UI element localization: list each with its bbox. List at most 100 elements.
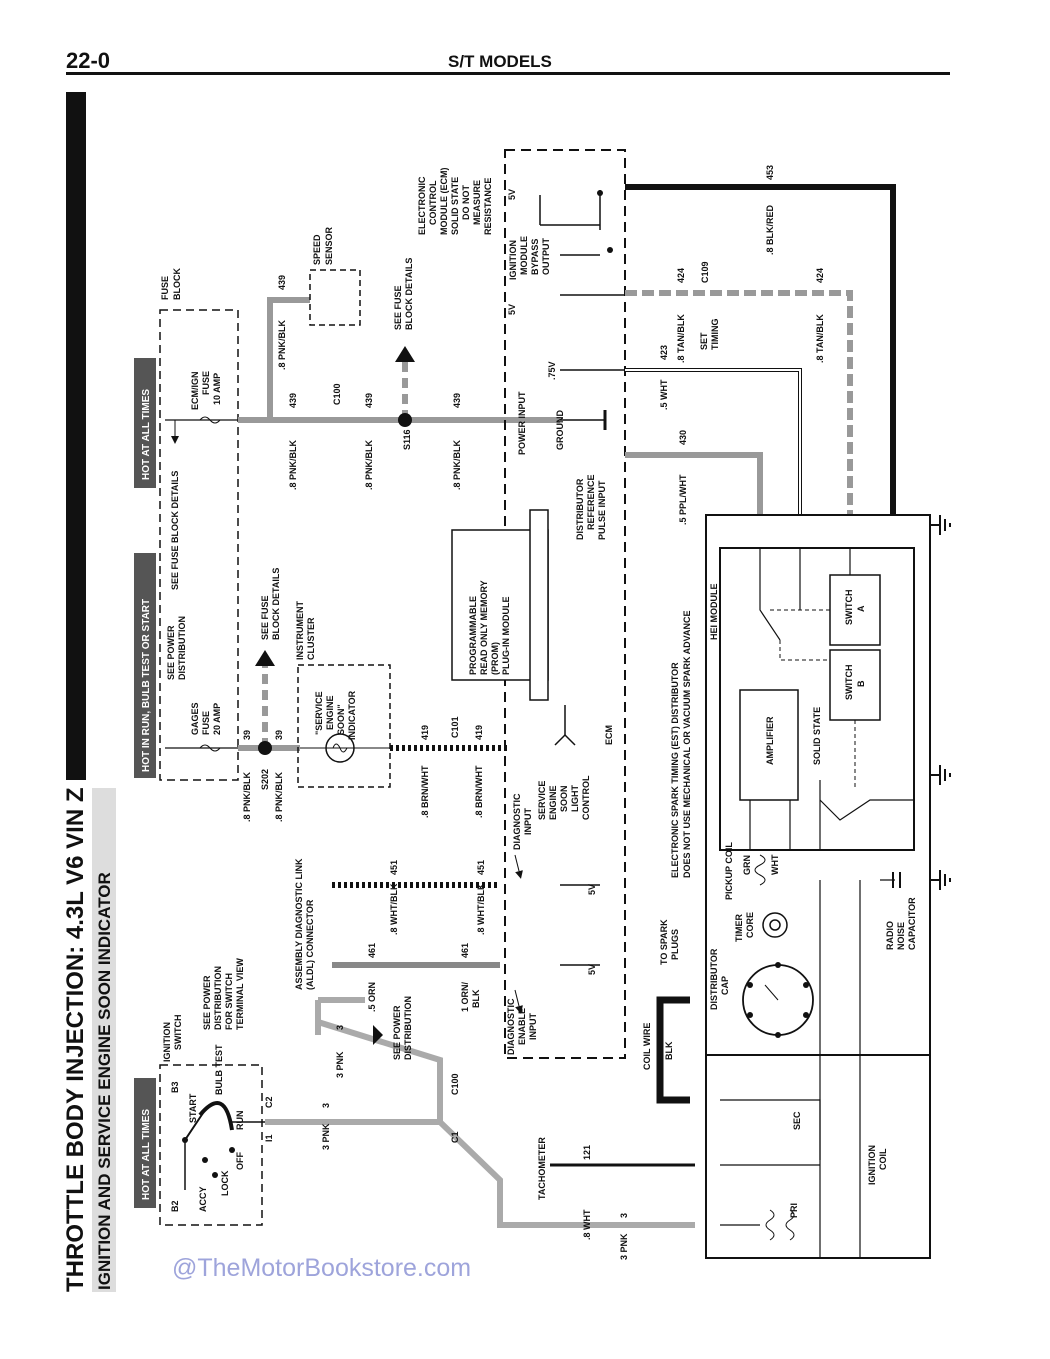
- speed-sensor: [309, 269, 361, 326]
- wl-8pnkblk-3: .8 PNK/BLK: [452, 439, 462, 490]
- ign-note-2: DISTRIBUTION: [213, 966, 223, 1030]
- ign-title-2: SWITCH: [173, 1015, 183, 1051]
- ecm-diag-2: INPUT: [523, 807, 533, 835]
- ecm-fuse-1: ECM/IGN: [190, 371, 200, 410]
- aldl-title-1: ASSEMBLY DIAGNOSTIC LINK: [294, 858, 304, 990]
- wl-419-2: 419: [474, 725, 484, 740]
- ecm-desc-7: RESISTANCE: [483, 178, 493, 235]
- wl-8whtblk-1: .8 WHT/BLK: [389, 883, 399, 935]
- ign-note-1: SEE POWER: [202, 975, 212, 1030]
- conn-c100-b: C100: [332, 383, 342, 405]
- coil-wire-label: COIL WIRE: [642, 1023, 652, 1070]
- svg-text:HOT AT ALL TIMES: HOT AT ALL TIMES: [141, 389, 152, 480]
- wl-8pnkblk-1: .8 PNK/BLK: [288, 439, 298, 490]
- wl-8pnkblk-6: .8 PNK/BLK: [274, 771, 284, 822]
- sec-label: SEC: [792, 1111, 802, 1130]
- wl-5orn: .5 ORN: [367, 982, 377, 1012]
- ecm-bypass-4: OUTPUT: [541, 238, 551, 276]
- ecm-ses-4: LIGHT: [570, 785, 580, 812]
- wl-blk: BLK: [664, 1041, 674, 1060]
- ecm-bypass-3: BYPASS: [530, 239, 540, 275]
- see-fuse-block-details: SEE FUSE BLOCK DETAILS: [170, 471, 180, 590]
- ecm-diagen-2: ENABLE: [517, 1008, 527, 1045]
- conn-c101: C101: [450, 716, 460, 738]
- wl-wht: WHT: [770, 854, 780, 875]
- conn-c100-a: C100: [450, 1073, 460, 1095]
- wl-8brnwht-1: .8 BRN/WHT: [420, 765, 430, 818]
- wl-451-1: 451: [389, 860, 399, 875]
- see-power-dist-fb-1: SEE POWER: [166, 625, 176, 680]
- ign-term-c2: C2: [264, 1096, 274, 1108]
- pickup-coil: PICKUP COIL: [724, 842, 734, 900]
- conn-c1-a: C1: [450, 1131, 460, 1143]
- svg-text:HOT AT ALL TIMES: HOT AT ALL TIMES: [141, 1109, 152, 1200]
- fuse-block: FUSE BLOCK GAGES FUSE 20 AMP SEE POWER D…: [159, 268, 239, 781]
- ign-term-i1: I1: [264, 1134, 274, 1142]
- wl-8brnwht-2: .8 BRN/WHT: [474, 765, 484, 818]
- wire-label-3pnk-b: 3 PNK: [335, 1051, 345, 1078]
- wl-423: 423: [659, 345, 669, 360]
- ic-ind-4: INDICATOR: [347, 690, 357, 740]
- wl-8tanblk-2: .8 TAN/BLK: [815, 314, 825, 363]
- amplifier: AMPLIFIER: [765, 716, 775, 765]
- ecm-desc-2: CONTROL: [428, 180, 438, 225]
- gages-fuse-3: 20 AMP: [212, 703, 222, 735]
- switch-b-2: B: [856, 680, 866, 687]
- conn-s202: S202: [260, 769, 270, 790]
- ground-symbols: [930, 515, 951, 890]
- dist-cap-2: CAP: [720, 976, 730, 995]
- wl-439-1: 439: [288, 393, 298, 408]
- set-timing-1: SET: [699, 332, 709, 350]
- subtitle-band: [92, 788, 116, 1292]
- hei-module: HEI MODULE: [709, 583, 719, 640]
- wire-453: [625, 184, 896, 515]
- ecm-bypass-1: IGNITION: [508, 240, 518, 280]
- switch-b-1: SWITCH: [844, 665, 854, 701]
- speed-sensor-1: SPEED: [312, 234, 322, 265]
- ecm-distref-3: PULSE INPUT: [597, 480, 607, 540]
- watermark: @TheMotorBookstore.com: [172, 1254, 472, 1282]
- ign-title-1: IGNITION: [162, 1022, 172, 1062]
- wl-8whtblk-2: .8 WHT/BLK: [476, 883, 486, 935]
- page-subtitle: IGNITION AND SERVICE ENGINE SOON INDICAT…: [95, 872, 114, 1290]
- see-power-dist-2: DISTRIBUTION: [403, 996, 413, 1060]
- page-title: THROTTLE BODY INJECTION: 4.3L V6 VIN Z: [62, 787, 89, 1292]
- coil-wire: [656, 996, 690, 1104]
- ecm-ses-5: CONTROL: [581, 775, 591, 820]
- wl-121: 121: [582, 1145, 592, 1160]
- ecm-distref-2: REFERENCE: [586, 474, 596, 530]
- prom-1: PROGRAMMABLE: [468, 596, 478, 675]
- radio-cap-1: RADIO: [885, 921, 895, 950]
- banner-hot-all-times-2: HOT AT ALL TIMES: [134, 358, 156, 488]
- banner-hot-in-run: HOT IN RUN, BULB TEST OR START: [134, 553, 156, 778]
- wire-430: [625, 452, 763, 515]
- prom-4: PLUG-IN MODULE: [501, 597, 511, 676]
- radio-cap-2: NOISE: [896, 922, 906, 950]
- svg-text:HOT IN RUN, BULB TEST OR START: HOT IN RUN, BULB TEST OR START: [141, 599, 152, 772]
- set-timing-2: TIMING: [710, 319, 720, 351]
- ecm-diag-1: DIAGNOSTIC: [512, 793, 522, 850]
- ign-note-3: FOR SWITCH: [224, 973, 234, 1030]
- ecm-5v-c: 5V: [507, 189, 517, 200]
- wl-419-1: 419: [420, 725, 430, 740]
- wl-8pnkblk-2: .8 PNK/BLK: [364, 439, 374, 490]
- ecm-ground: GROUND: [555, 410, 565, 450]
- wl-8blkred: .8 BLK/RED: [765, 204, 775, 255]
- wl-424-2: 424: [815, 268, 825, 283]
- to-spark-plugs-2: PLUGS: [670, 929, 680, 960]
- conn-c109: C109: [700, 261, 710, 283]
- ign-run: RUN: [235, 1111, 245, 1131]
- prom-2: READ ONLY MEMORY: [479, 580, 489, 675]
- wl-39-2: 39: [274, 730, 284, 740]
- timer-core-2: CORE: [745, 912, 755, 938]
- aldl-title-2: (ALDL) CONNECTOR: [305, 899, 315, 990]
- ign-start: START: [188, 1093, 198, 1123]
- ecm-box: PROGRAMMABLE READ ONLY MEMORY (PROM) PLU…: [417, 149, 630, 1059]
- see-fuse-1: SEE FUSE: [393, 285, 403, 330]
- see-power-dist-1: SEE POWER: [392, 1005, 402, 1060]
- aldl-connector: ASSEMBLY DIAGNOSTIC LINK (ALDL) CONNECTO…: [294, 858, 500, 1012]
- ign-coil-1: IGNITION: [867, 1145, 877, 1185]
- see-power-dist-fb-2: DISTRIBUTION: [177, 616, 187, 680]
- ic-ind-3: SOON": [336, 704, 346, 735]
